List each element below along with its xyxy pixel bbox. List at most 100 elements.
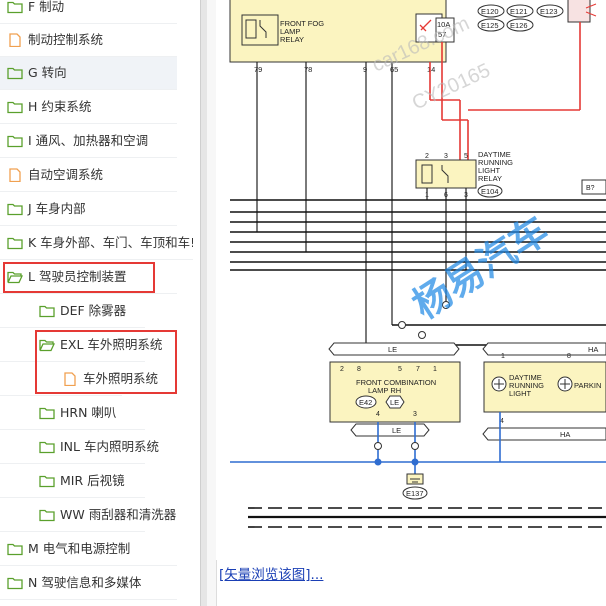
tree-item-label: WW 雨刮器和清洗器 xyxy=(60,506,177,522)
tree-item-interior-lighting[interactable]: INL 车内照明系统 xyxy=(0,431,159,464)
folder-icon xyxy=(7,236,23,250)
tree-item-restraint[interactable]: H 约束系统 xyxy=(0,91,177,124)
connector-id: E42 xyxy=(359,398,372,407)
highlight-box-driver-controls xyxy=(3,262,155,293)
fog-relay-label: FRONT FOG xyxy=(280,19,324,28)
wiring-diagram: FRONT FOG LAMP RELAY 10A 57 E120 E121 E1… xyxy=(216,0,606,560)
tree-item-mirrors[interactable]: MIR 后视镜 xyxy=(0,465,145,498)
tree-item-label: INL 车内照明系统 xyxy=(60,438,159,454)
pin-label: 65 xyxy=(390,65,398,74)
pin-label: 4 xyxy=(376,411,380,418)
folder-icon xyxy=(7,66,23,80)
tree-item-label: L 驾驶员控制装置 xyxy=(28,268,127,284)
drl-relay-label: RUNNING xyxy=(478,158,513,167)
pin-label: 2 xyxy=(425,153,429,160)
folder-icon xyxy=(7,576,23,590)
tree-item-exterior-lighting-doc[interactable]: 车外照明系统 xyxy=(0,363,158,396)
folder-icon xyxy=(7,542,23,556)
tree-item-label: 自动空调系统 xyxy=(28,166,104,182)
fog-relay-label: RELAY xyxy=(280,35,304,44)
connector-id: E104 xyxy=(481,187,499,196)
tree-item-defogger[interactable]: DEF 除雾器 xyxy=(0,295,145,328)
tree-item-wipers[interactable]: WW 雨刮器和清洗器 xyxy=(0,499,176,532)
lamp-label: LAMP RH xyxy=(368,386,401,395)
pin-label: 8 xyxy=(567,353,571,360)
folder-icon xyxy=(39,304,55,318)
tree-item-horn[interactable]: HRN 喇叭 xyxy=(0,397,145,430)
sidebar-tree: F 制动 制动控制系统 G 转向 H 约束系统 I 通风、加热器和空调 自动空调… xyxy=(0,0,200,606)
bus-label: LE xyxy=(388,345,397,354)
tree-item-label: 制动控制系统 xyxy=(28,31,104,47)
pin-label: 1 xyxy=(501,353,505,360)
tree-item-brakes[interactable]: F 制动 xyxy=(0,0,177,24)
tree-item-label: G 转向 xyxy=(28,64,67,80)
connector-id: E123 xyxy=(540,7,558,16)
pin-label: 5 xyxy=(398,366,402,373)
bus-label: HA xyxy=(560,430,570,439)
tree-item-label: HRN 喇叭 xyxy=(60,404,117,420)
connector-id: E126 xyxy=(510,21,528,30)
lamp-label: LIGHT xyxy=(509,389,532,398)
folder-icon xyxy=(7,100,23,114)
tree-item-label: H 约束系统 xyxy=(28,98,92,114)
pin-label: 79 xyxy=(254,65,262,74)
tree-item-label: J 车身内部 xyxy=(28,200,86,216)
highlight-box-exterior-lighting xyxy=(35,330,177,394)
pin-label: 8 xyxy=(357,366,361,373)
folder-icon xyxy=(39,474,55,488)
tree-item-label: EXL 车外照明系统 xyxy=(60,336,163,352)
bus-label: LE xyxy=(392,426,401,435)
document-icon xyxy=(7,33,23,47)
connector-id: E121 xyxy=(510,7,528,16)
bus-label: LE xyxy=(390,398,399,407)
tree-item-label: M 电气和电源控制 xyxy=(28,540,131,556)
folder-icon xyxy=(7,0,23,14)
tree-item-label: MIR 后视镜 xyxy=(60,472,125,488)
tree-item-electrical[interactable]: M 电气和电源控制 xyxy=(0,533,177,566)
lamp-label: DAYTIME xyxy=(509,373,542,382)
tree-item-label: K 车身外部、车门、车顶和车! xyxy=(28,234,193,250)
folder-icon xyxy=(7,202,23,216)
fuse-number: 57 xyxy=(438,30,446,39)
tree-item-label: I 通风、加热器和空调 xyxy=(28,132,149,148)
drl-relay-label: LIGHT xyxy=(478,166,501,175)
tree-item-hvac[interactable]: I 通风、加热器和空调 xyxy=(0,125,177,158)
pin-label: 2 xyxy=(340,366,344,373)
tree-item-label: DEF 除雾器 xyxy=(60,302,127,318)
document-icon xyxy=(62,372,78,386)
tree-item-exterior-lighting[interactable]: EXL 车外照明系统 xyxy=(0,329,162,362)
fuse-amp: 10A xyxy=(437,20,450,29)
bus-label: HA xyxy=(588,345,598,354)
tree-item-label: F 制动 xyxy=(28,0,65,14)
connector-id: E125 xyxy=(481,21,499,30)
drl-relay-label: DAYTIME xyxy=(478,150,511,159)
pin-label: 5 xyxy=(464,153,468,160)
lamp-label: PARKIN xyxy=(574,381,601,390)
front-combination-lamp-box xyxy=(329,361,461,423)
tree-item-multimedia[interactable]: N 驾驶信息和多媒体 xyxy=(0,567,177,600)
pin-label: 1 xyxy=(433,366,437,373)
pin-label: 7 xyxy=(416,366,420,373)
pin-label: 3 xyxy=(444,153,448,160)
tree-item-brake-control[interactable]: 制动控制系统 xyxy=(0,24,177,57)
connector-id: B? xyxy=(586,185,595,192)
pin-label: 4 xyxy=(500,418,504,425)
folder-icon xyxy=(39,508,55,522)
lamp-label: FRONT COMBINATION xyxy=(356,378,436,387)
tree-item-label: N 驾驶信息和多媒体 xyxy=(28,574,142,590)
connector-id: E137 xyxy=(406,489,424,498)
lamp-label: RUNNING xyxy=(509,381,544,390)
folder-icon xyxy=(39,440,55,454)
folder-icon xyxy=(7,134,23,148)
tree-item-body-exterior[interactable]: K 车身外部、车门、车顶和车! xyxy=(0,227,193,260)
vector-view-link[interactable]: [矢量浏览该图]... xyxy=(219,567,324,583)
drl-relay-label: RELAY xyxy=(478,174,502,183)
tree-item-driver-controls[interactable]: L 驾驶员控制装置 xyxy=(0,261,177,294)
pin-label: 78 xyxy=(304,65,312,74)
pane-splitter[interactable] xyxy=(200,0,207,606)
tree-item-auto-ac[interactable]: 自动空调系统 xyxy=(0,159,177,192)
tree-item-body-interior[interactable]: J 车身内部 xyxy=(0,193,177,226)
pin-label: 14 xyxy=(427,65,435,74)
tree-item-label: 车外照明系统 xyxy=(83,370,159,386)
tree-item-steering[interactable]: G 转向 xyxy=(0,57,177,90)
